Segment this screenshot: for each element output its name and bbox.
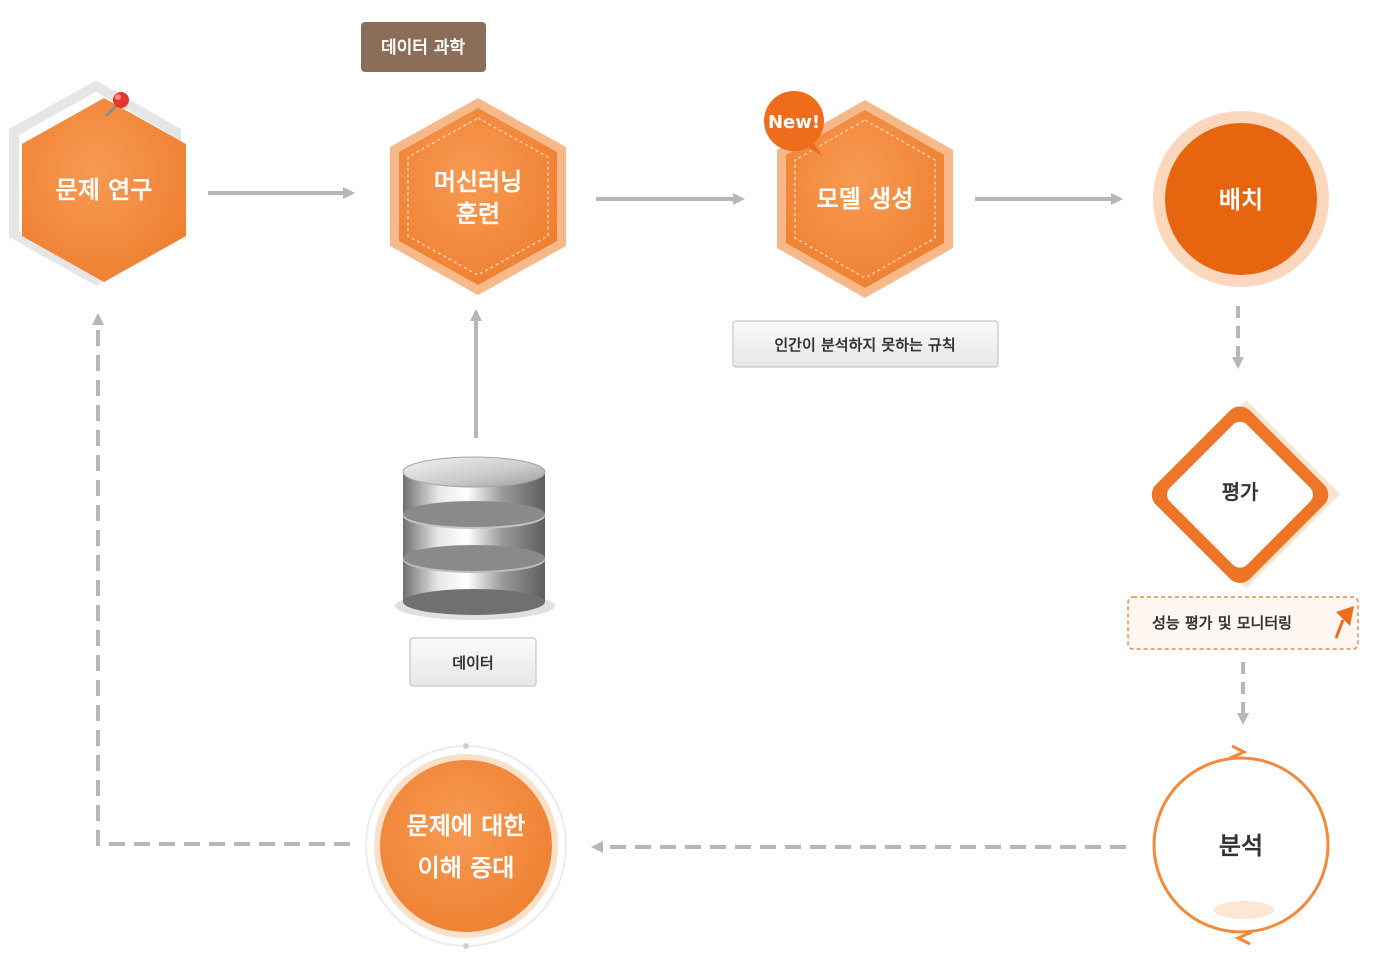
node-deployment-label: 배치 — [1219, 186, 1263, 214]
node-model-generation-label: 모델 생성 — [817, 185, 914, 213]
new-badge-label: New! — [768, 112, 820, 133]
database-icon — [395, 456, 555, 620]
node-problem-research: 문제 연구 — [9, 80, 186, 286]
pushpin-icon — [1334, 606, 1354, 639]
node-ml-training-line2: 훈련 — [456, 200, 500, 228]
tag-monitoring-label: 성능 평가 및 모니터링 — [1152, 614, 1292, 632]
tag-monitoring: 성능 평가 및 모니터링 — [1127, 596, 1359, 650]
node-evaluation-label: 평가 — [1222, 480, 1259, 504]
node-ml-training: 머신러닝 훈련 — [390, 98, 566, 295]
node-analysis-label: 분석 — [1219, 832, 1263, 860]
arrow-understanding-to-research — [92, 313, 350, 846]
node-ml-training-line1: 머신러닝 — [434, 168, 522, 196]
pushpin-icon — [104, 92, 129, 118]
node-evaluation: 평가 — [1151, 400, 1340, 588]
tag-data-science-label: 데이터 과학 — [381, 38, 465, 58]
node-model-generation: New! 모델 생성 — [764, 91, 953, 298]
new-badge: New! — [764, 91, 824, 156]
tag-data-science: 데이터 과학 — [361, 22, 486, 72]
tag-human-rules: 인간이 분석하지 못하는 규칙 — [732, 320, 999, 368]
node-understanding: 문제에 대한 이해 증대 — [365, 743, 567, 949]
node-understanding-line1: 문제에 대한 — [407, 812, 526, 840]
node-problem-research-label: 문제 연구 — [56, 176, 153, 204]
tag-data: 데이터 — [409, 637, 537, 687]
tag-human-rules-label: 인간이 분석하지 못하는 규칙 — [774, 336, 955, 354]
cycle-arrow-icon — [1229, 744, 1253, 946]
node-deployment: 배치 — [1153, 111, 1329, 287]
node-understanding-line2: 이해 증대 — [418, 854, 515, 882]
tag-data-label: 데이터 — [452, 654, 493, 672]
node-analysis: 분석 — [1152, 744, 1330, 946]
